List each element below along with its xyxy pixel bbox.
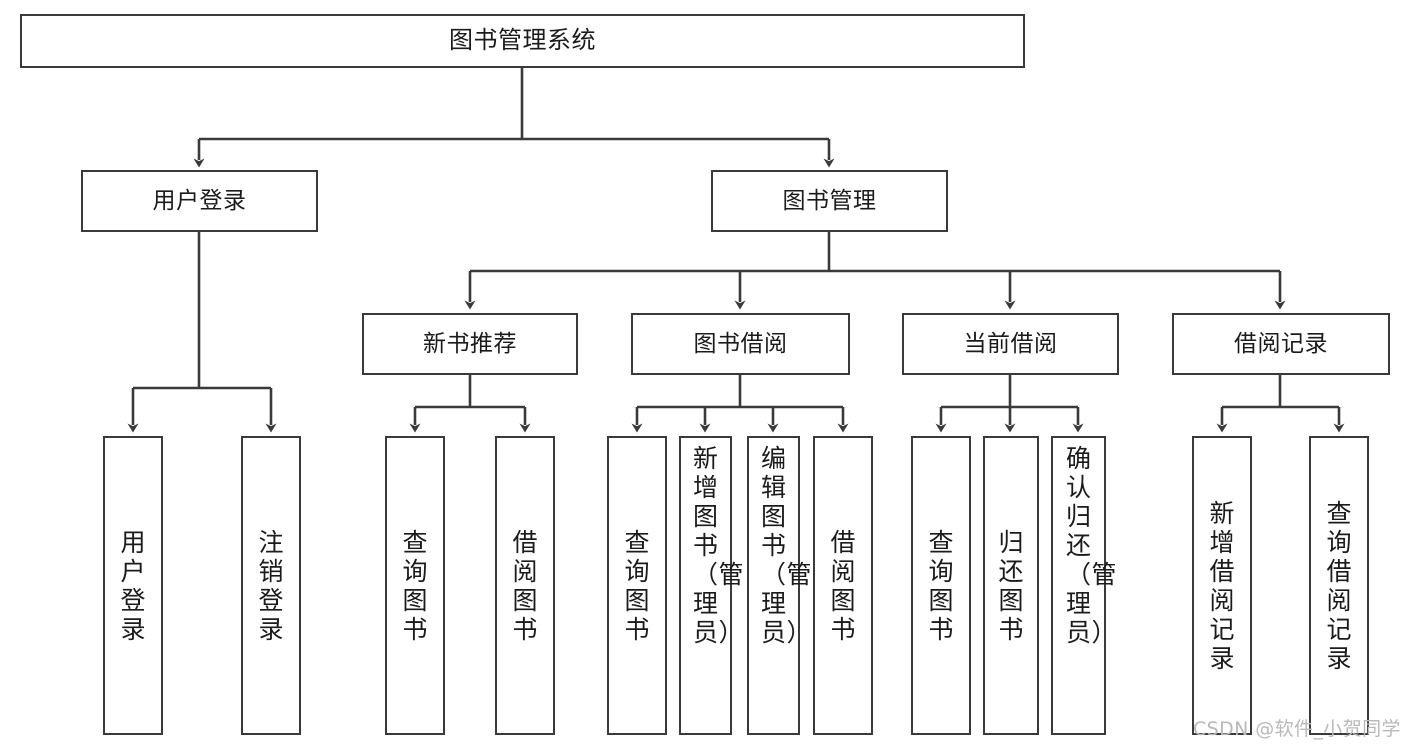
node-label: 借阅图书 — [512, 527, 539, 644]
node-label: 新书推荐 — [423, 330, 517, 357]
node-label: 借阅图书 — [830, 527, 857, 644]
leaf-query-book-3[interactable]: 查询图书 — [911, 436, 971, 735]
node-label: 查询借阅记录 — [1326, 498, 1353, 673]
leaf-query-book-2[interactable]: 查询图书 — [607, 436, 667, 735]
node-label: 用户登录 — [152, 187, 247, 214]
node-label: 查询图书 — [928, 527, 955, 644]
node-label: 归还图书 — [998, 527, 1025, 644]
node-label: 图书借阅 — [693, 330, 788, 357]
leaf-add-borrow-record[interactable]: 新增借阅记录 — [1192, 436, 1252, 735]
node-label: 注销登录 — [258, 527, 285, 644]
node-borrow-record[interactable]: 借阅记录 — [1172, 313, 1390, 375]
leaf-return-book[interactable]: 归还图书 — [983, 436, 1039, 735]
node-label: 确认归还（管理员） — [1066, 444, 1118, 647]
node-label: 查询图书 — [402, 527, 429, 644]
node-label: 图书管理 — [782, 187, 877, 214]
node-label: 当前借阅 — [963, 330, 1058, 357]
node-label: 查询图书 — [624, 527, 651, 644]
node-new-book-recommend[interactable]: 新书推荐 — [362, 313, 578, 375]
leaf-user-login[interactable]: 用户登录 — [103, 436, 163, 735]
leaf-confirm-return-admin[interactable]: 确认归还（管理员） — [1051, 436, 1118, 735]
leaf-borrow-book-2[interactable]: 借阅图书 — [813, 436, 873, 735]
node-user-login[interactable]: 用户登录 — [81, 170, 318, 232]
node-label: 图书管理系统 — [449, 26, 596, 55]
node-label: 编辑图书（管理员） — [761, 444, 813, 647]
watermark-text: CSDN @软件_小贺同学 — [1193, 718, 1401, 740]
node-label: 用户登录 — [120, 527, 147, 644]
leaf-query-book-1[interactable]: 查询图书 — [385, 436, 445, 735]
node-book-manage[interactable]: 图书管理 — [711, 170, 948, 232]
node-book-borrow[interactable]: 图书借阅 — [631, 313, 850, 375]
node-label: 借阅记录 — [1234, 330, 1328, 357]
leaf-edit-book-admin[interactable]: 编辑图书（管理员） — [747, 436, 813, 735]
leaf-query-borrow-record[interactable]: 查询借阅记录 — [1309, 436, 1369, 735]
node-label: 新增图书（管理员） — [693, 444, 745, 647]
leaf-borrow-book-1[interactable]: 借阅图书 — [495, 436, 555, 735]
node-root-book-management-system[interactable]: 图书管理系统 — [20, 14, 1025, 68]
node-current-borrow[interactable]: 当前借阅 — [902, 313, 1119, 375]
leaf-logout-login[interactable]: 注销登录 — [241, 436, 301, 735]
leaf-add-book-admin[interactable]: 新增图书（管理员） — [679, 436, 745, 735]
node-label: 新增借阅记录 — [1209, 498, 1236, 673]
